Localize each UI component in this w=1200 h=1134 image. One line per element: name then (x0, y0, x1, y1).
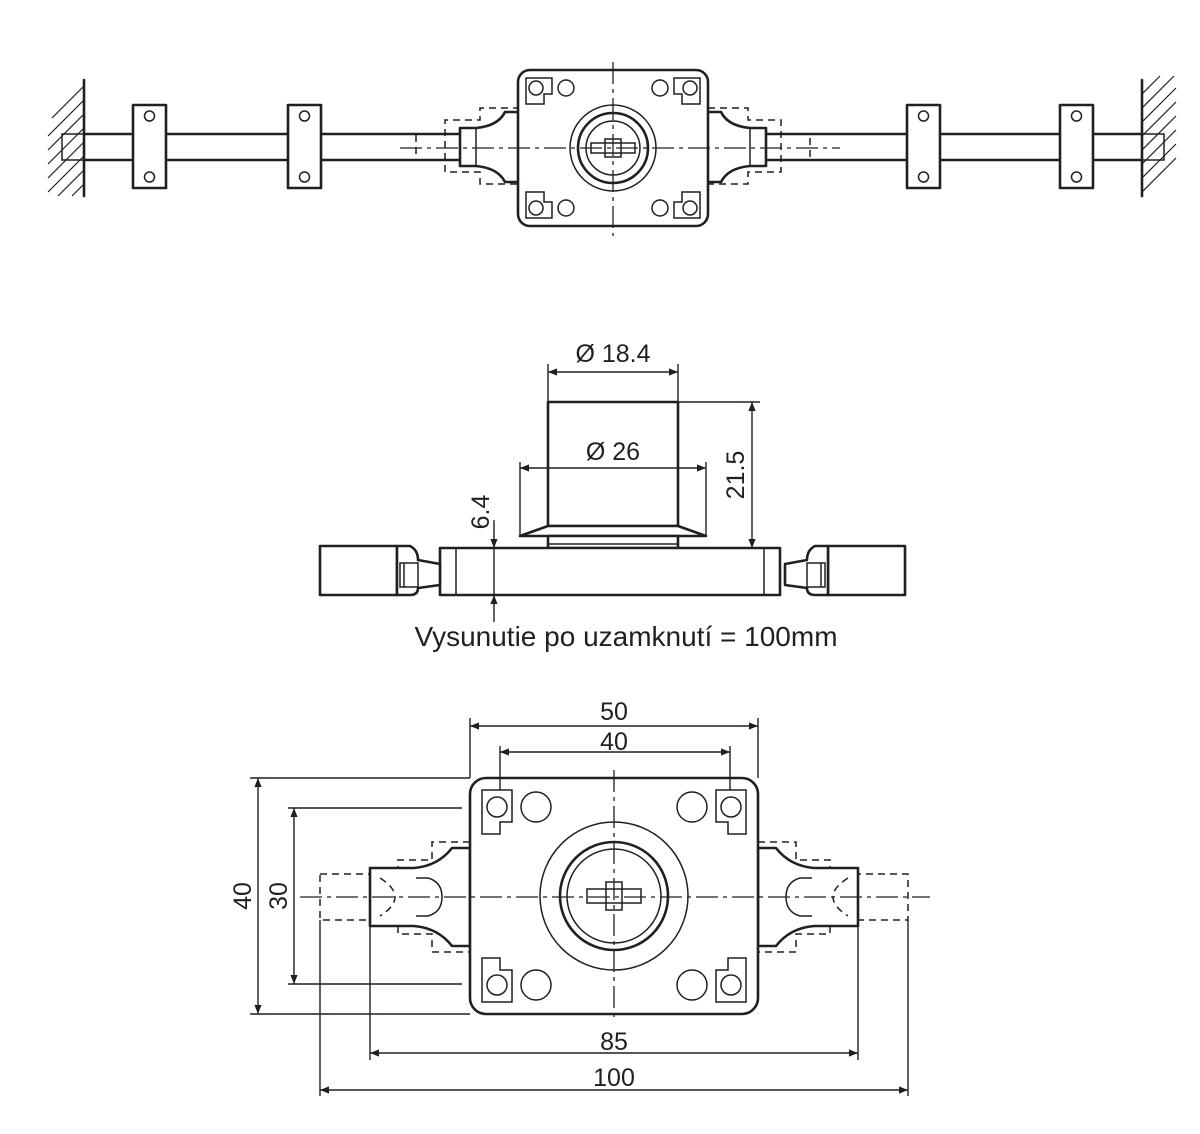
rod-connector-right (704, 110, 768, 184)
side-view: Ø 18.4 Ø 26 21.5 6.4 Vysunutie po uzamkn… (318, 340, 907, 652)
dimension-label: 40 (600, 728, 628, 756)
left-rod (61, 132, 462, 162)
dimension-label: 30 (265, 882, 293, 910)
left-bolt-side (318, 544, 442, 597)
rod-connector-left (458, 110, 522, 184)
front-view: 50 40 40 30 85 (229, 698, 930, 1096)
dimension-label: 6.4 (467, 495, 495, 530)
dimension-width-outer: 50 (469, 698, 759, 778)
dimension-height-outer: 40 (229, 777, 470, 1015)
right-rod (764, 132, 1165, 162)
dimension-width-holes: 40 (499, 728, 731, 790)
rod-guide (905, 103, 942, 190)
dimension-label: Ø 18.4 (575, 340, 650, 368)
dimension-height: 21.5 (678, 401, 760, 548)
dimension-label: 85 (600, 1028, 628, 1056)
rod-guide (286, 103, 323, 190)
dimension-height-holes: 30 (265, 807, 462, 985)
dimension-plate: 6.4 (467, 495, 498, 622)
lock-cylinder (546, 400, 680, 528)
right-bolt-side (783, 544, 907, 597)
cylinder-flange (518, 524, 708, 538)
dimension-label: Ø 26 (586, 438, 640, 466)
rod-guide (131, 103, 168, 190)
top-view-assembly (47, 62, 1177, 236)
dimension-label: 50 (600, 698, 628, 726)
dimension-outer-diameter: Ø 26 (519, 438, 707, 536)
dimension-rods-retracted: 85 (369, 926, 859, 1060)
lock-base-plate (438, 546, 782, 597)
left-wall (47, 78, 86, 198)
right-wall (1140, 75, 1177, 198)
dimension-label: 21.5 (722, 451, 750, 500)
dimension-label: 100 (593, 1064, 635, 1092)
rod-guide (1058, 103, 1095, 190)
dimension-inner-diameter: Ø 18.4 (547, 340, 679, 402)
extension-caption: Vysunutie po uzamknutí = 100mm (414, 621, 837, 652)
dimension-rods-extended: 100 (319, 920, 909, 1096)
dimension-label: 40 (229, 882, 257, 910)
